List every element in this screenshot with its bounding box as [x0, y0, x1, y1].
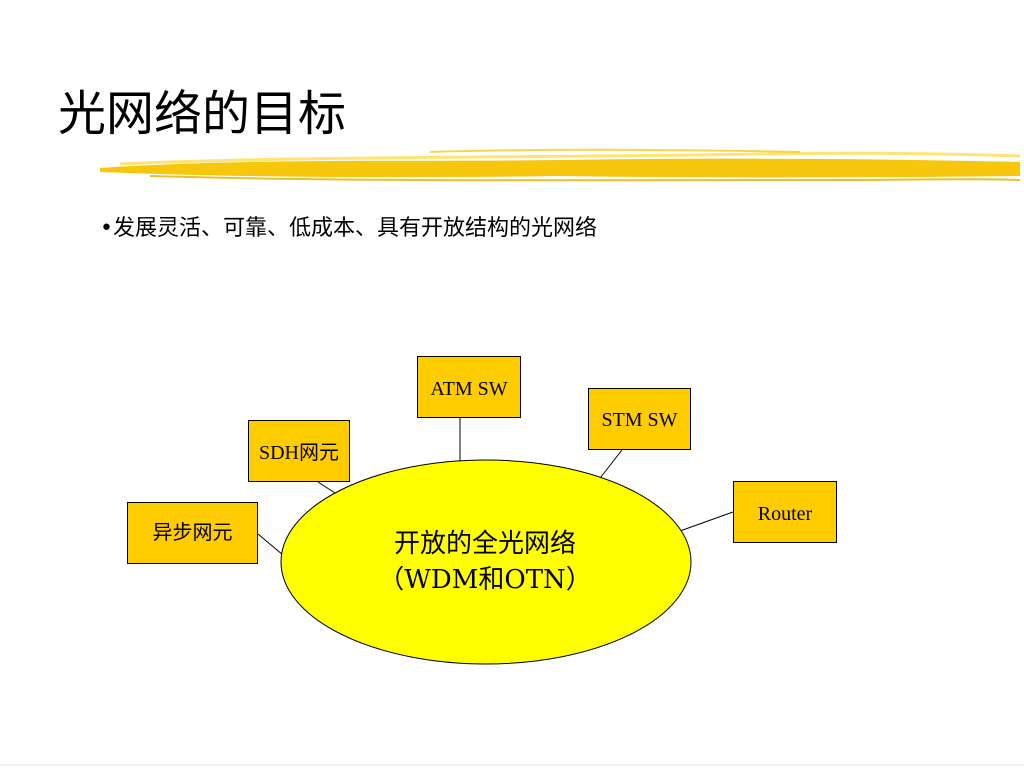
brush-streak-1 [119, 151, 1021, 166]
center-label-line2: （WDM和OTN） [378, 565, 592, 595]
brush-streak-3 [429, 148, 801, 153]
node-async-element: 异步网元 [127, 502, 258, 564]
center-ellipse [280, 459, 692, 665]
brush-streak-2 [149, 175, 1021, 182]
node-atm-sw: ATM SW [417, 356, 521, 418]
connector-async [257, 533, 284, 556]
brush-main [100, 158, 1020, 178]
center-label: 开放的全光网络 （WDM和OTN） [290, 526, 680, 598]
bullet-item: •发展灵活、可靠、低成本、具有开放结构的光网络 [100, 216, 597, 241]
footer-divider [0, 764, 1024, 766]
node-router: Router [733, 481, 837, 543]
node-sdh-element: SDH网元 [248, 420, 350, 482]
node-stm-sw: STM SW [588, 388, 691, 450]
connector-sdh [317, 481, 336, 494]
connector-stm [596, 449, 623, 483]
slide-title: 光网络的目标 [58, 86, 347, 142]
center-label-line1: 开放的全光网络 [393, 529, 576, 559]
connector-router [679, 511, 734, 532]
